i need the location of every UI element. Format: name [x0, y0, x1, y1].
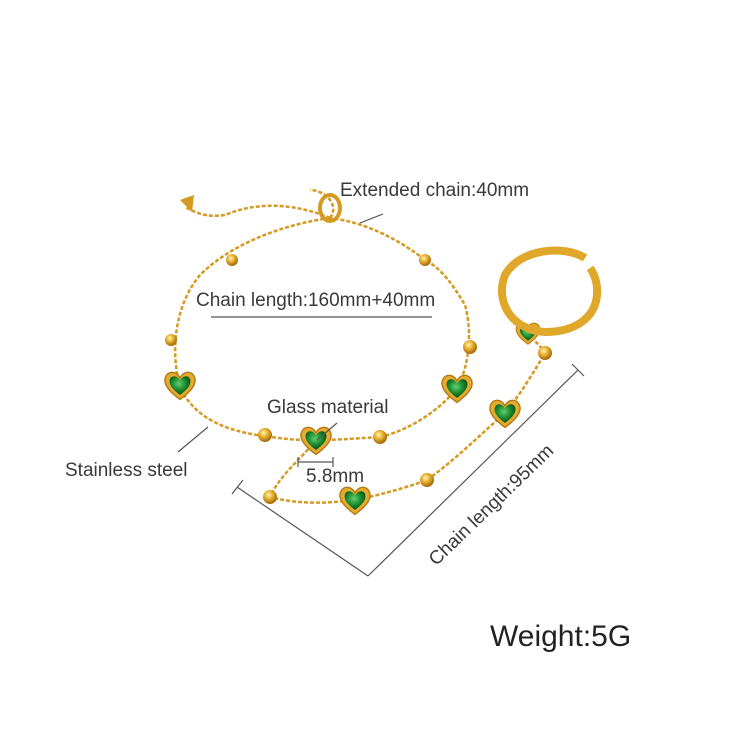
- annotation-lines: [177, 213, 585, 577]
- chain-end-tag: [180, 195, 194, 212]
- chain-length-bracelet-label: Chain length:160mm+40mm: [196, 290, 436, 311]
- heart-width-label: 5.8mm: [306, 466, 365, 487]
- weight-label: Weight:5G: [490, 620, 632, 653]
- ring: [497, 246, 602, 337]
- lobster-clasp: [318, 193, 342, 223]
- extended-chain-label: Extended chain:40mm: [340, 180, 530, 201]
- stainless-steel-label: Stainless steel: [65, 460, 188, 481]
- chain: [173, 188, 547, 504]
- beads: [165, 254, 552, 504]
- glass-material-label: Glass material: [267, 397, 389, 418]
